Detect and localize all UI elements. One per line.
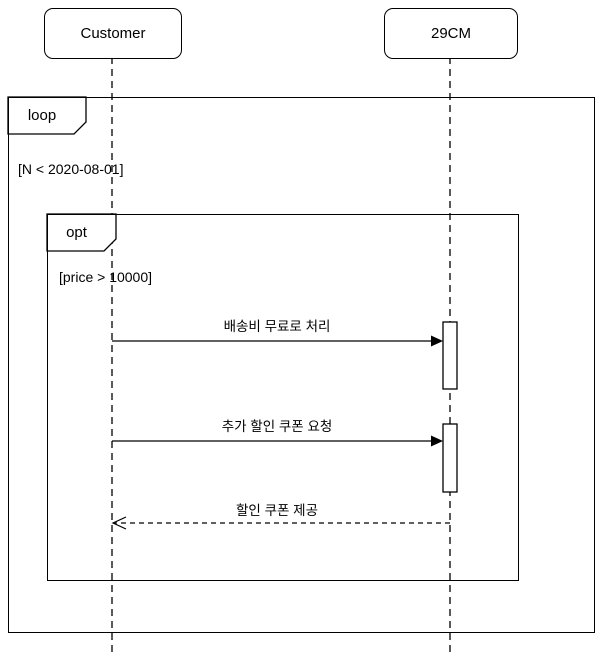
loop-frame (8, 97, 595, 633)
opt-frame (47, 214, 519, 581)
opt-frame-label: opt (66, 224, 87, 241)
activation-bar-2 (442, 423, 458, 493)
message-1-arrowhead-icon (431, 335, 443, 347)
opt-guard-condition: [price > 10000] (59, 269, 153, 285)
activation-bar-1 (442, 321, 458, 390)
participant-box-29cm: 29CM (384, 8, 518, 59)
message-3-label: 할인 쿠폰 제공 (235, 503, 319, 518)
message-2-label: 추가 할인 쿠폰 요청 (221, 419, 333, 434)
message-1-label: 배송비 무료로 처리 (223, 319, 331, 334)
participant-29cm-label: 29CM (430, 25, 471, 42)
message-2-arrowhead-icon (431, 435, 443, 447)
loop-guard-condition: [N < 2020-08-01] (18, 161, 124, 177)
participant-box-customer: Customer (44, 8, 182, 59)
message-3-open-arrowhead-icon (111, 516, 127, 530)
participant-customer-label: Customer (80, 25, 146, 42)
loop-frame-label: loop (27, 107, 57, 124)
